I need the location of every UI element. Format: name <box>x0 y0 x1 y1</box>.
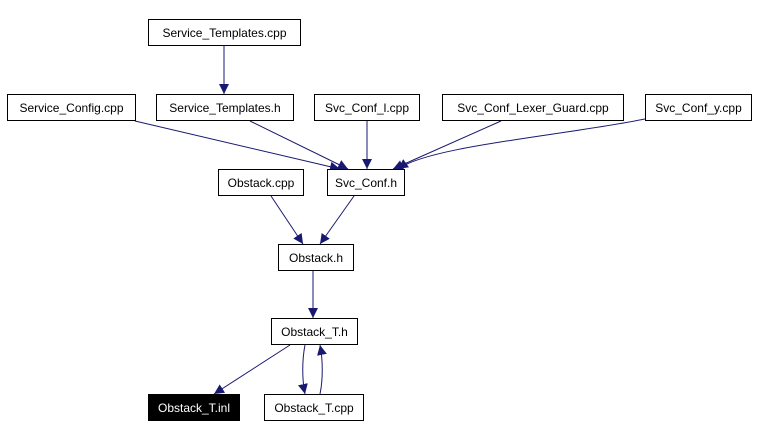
node-service-templates-h[interactable]: Service_Templates.h <box>156 94 294 121</box>
edge-service-config-cpp-to-svc-conf-h <box>134 120 341 172</box>
edge-svc-conf-y-cpp-to-svc-conf-h <box>397 118 646 170</box>
node-service-templates-cpp[interactable]: Service_Templates.cpp <box>148 19 301 46</box>
edge-service-templates-h-to-svc-conf-h <box>249 120 349 170</box>
node-obstack-t-inl[interactable]: Obstack_T.inl <box>148 394 240 421</box>
node-svc-conf-h[interactable]: Svc_Conf.h <box>327 169 405 196</box>
edge-obstack-t-h-to-obstack-t-cpp <box>298 344 308 395</box>
node-svc-conf-lexer-guard-cpp[interactable]: Svc_Conf_Lexer_Guard.cpp <box>442 94 624 121</box>
node-obstack-h[interactable]: Obstack.h <box>278 244 354 271</box>
node-service-config-cpp[interactable]: Service_Config.cpp <box>7 94 136 121</box>
node-obstack-cpp[interactable]: Obstack.cpp <box>218 169 304 196</box>
edge-obstack-t-h-to-obstack-t-inl <box>213 344 291 395</box>
node-svc-conf-y-cpp[interactable]: Svc_Conf_y.cpp <box>645 94 752 121</box>
edge-svc-conf-h-to-obstack-h <box>319 195 355 245</box>
node-obstack-t-h[interactable]: Obstack_T.h <box>271 318 358 345</box>
node-obstack-t-cpp[interactable]: Obstack_T.cpp <box>264 394 364 421</box>
edge-svc-conf-lexer-guard-cpp-to-svc-conf-h <box>392 120 502 170</box>
edge-obstack-cpp-to-obstack-h <box>270 195 304 245</box>
node-svc-conf-l-cpp[interactable]: Svc_Conf_l.cpp <box>314 94 420 121</box>
edge-obstack-t-cpp-to-obstack-t-h <box>317 344 327 395</box>
